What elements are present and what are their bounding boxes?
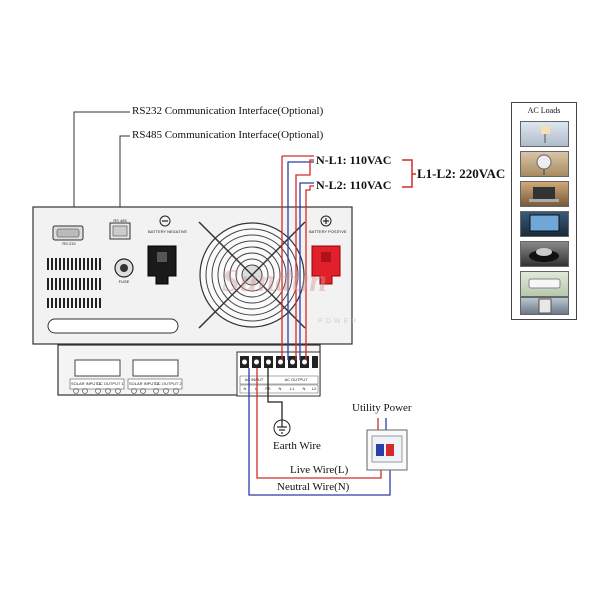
ac-output-label: AC OUTPUT [284, 377, 308, 382]
solar-input-1-label: SOLAR INPUT 1 [71, 381, 101, 386]
input-live-wire [256, 368, 382, 479]
earth-symbol [273, 419, 291, 437]
rs485-leader-line [119, 135, 130, 223]
refrigerator-icon [520, 297, 569, 315]
output-l1-wire [295, 159, 314, 360]
battery-negative-label: BATTERY NEGATIVE [148, 229, 188, 234]
utility-power-label: Utility Power [352, 402, 412, 414]
vent-slots [47, 258, 101, 308]
solar-input-2-window [132, 359, 179, 377]
ac-loads-title: AC Loads [527, 106, 561, 115]
watermark-logo: Sundun [222, 262, 327, 298]
earth-wire-line [267, 368, 283, 420]
bottom-slot [47, 318, 179, 334]
terminal-sublabel: L [254, 386, 258, 391]
fuse-label: FUSE [118, 279, 130, 284]
neutral-wire-label: Neutral Wire(N) [277, 481, 350, 493]
terminal-sublabel: N [278, 386, 282, 391]
output-l2-wire [305, 185, 314, 360]
n-l2-label: N-L2: 110VAC [316, 178, 392, 192]
induction-cooker-icon [520, 241, 569, 267]
output-neutral2-wire [299, 182, 314, 360]
laptop-icon [520, 181, 569, 207]
battery-positive-terminal [311, 245, 341, 285]
output-neutral-wire [287, 161, 314, 360]
terminal-screws [240, 356, 318, 368]
terminal-sublabel: L2 [311, 386, 317, 391]
solar-input-1-window [74, 359, 121, 377]
l1-l2-label: L1-L2: 220VAC [417, 166, 506, 181]
earth-wire-label: Earth Wire [273, 440, 321, 452]
dc-output-1-label: DC OUTPUT 1 [97, 381, 124, 386]
l1-l2-bracket [402, 159, 413, 188]
lamp-icon [520, 121, 569, 147]
air-conditioner-icon [520, 271, 569, 297]
ac-input-label: AC INPUT [244, 377, 264, 382]
rs232-leader-line [73, 111, 130, 233]
rs485-interface-label: RS485 Communication Interface(Optional) [132, 129, 324, 141]
rs232-port-label: RS 232 [62, 241, 76, 246]
live-wire-label: Live Wire(L) [290, 464, 349, 476]
solar-input-2-label: SOLAR INPUT 2 [129, 381, 159, 386]
rs485-port-label: RS 485 [113, 218, 127, 223]
terminal-sublabel: PE [265, 386, 271, 391]
battery-negative-symbol [159, 215, 171, 227]
terminal-sublabel: N [243, 386, 247, 391]
terminal-sublabel: N [302, 386, 306, 391]
watermark-sub: POWER [318, 318, 360, 325]
television-icon [520, 211, 569, 237]
battery-negative-terminal [147, 245, 177, 285]
fan-icon [520, 151, 569, 177]
battery-positive-symbol [320, 215, 332, 227]
battery-positive-label: BATTERY POSITIVE [309, 229, 347, 234]
n-l1-label: N-L1: 110VAC [316, 153, 392, 167]
dc-output-2-label: DC OUTPUT 2 [155, 381, 182, 386]
terminal-sublabel: L1 [289, 386, 295, 391]
rs232-interface-label: RS232 Communication Interface(Optional) [132, 105, 324, 117]
input-neutral-wire [248, 368, 391, 496]
cooling-fan [198, 221, 306, 329]
ac-loads-panel: AC Loads [511, 102, 577, 320]
